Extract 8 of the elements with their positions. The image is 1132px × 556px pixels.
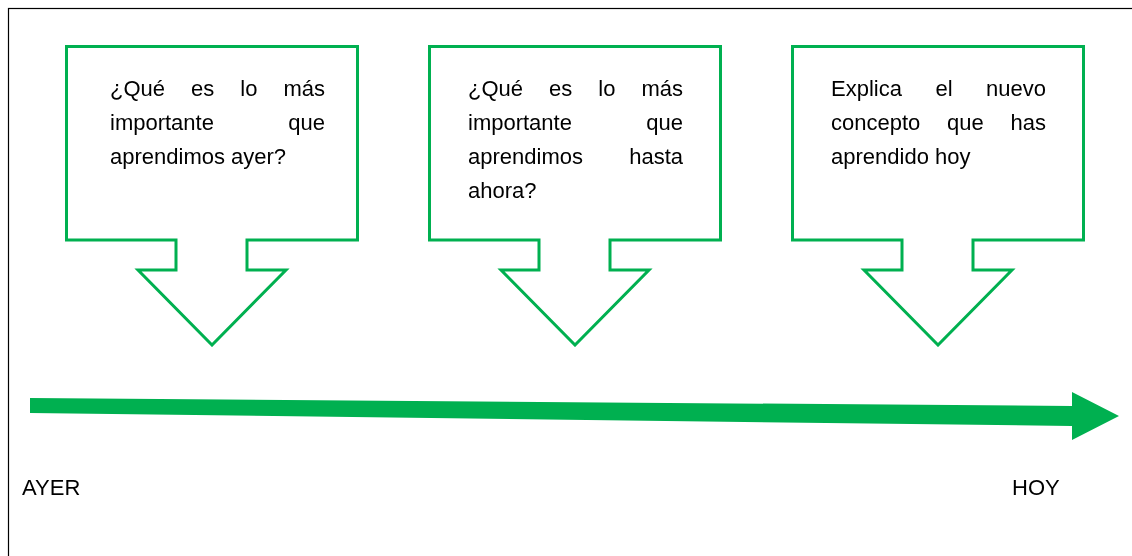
down-arrow-callout bbox=[428, 45, 724, 347]
timeline-label: HOY bbox=[1012, 475, 1060, 501]
callout-text: Explica el nuevo concepto que has aprendido hoy bbox=[831, 75, 1046, 171]
down-arrow-callout bbox=[65, 45, 361, 347]
timeline-label: AYER bbox=[22, 475, 81, 501]
down-arrow-callout bbox=[791, 45, 1087, 347]
callout-text: ¿Qué es lo más importante que aprendimos hasta ahora? bbox=[468, 75, 683, 205]
callout-text: ¿Qué es lo más importante que aprendimos ayer? bbox=[110, 75, 325, 171]
